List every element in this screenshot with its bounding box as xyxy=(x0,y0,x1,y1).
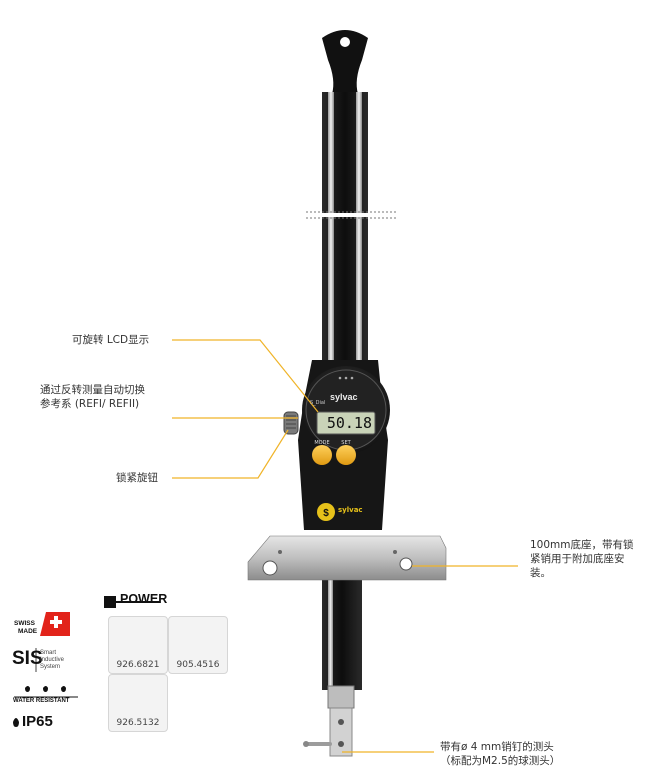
swiss-line1: SWISS xyxy=(14,620,35,627)
set-button xyxy=(336,445,356,465)
ip-rating: IP65 xyxy=(22,713,53,730)
callout-knob: 锁紧旋钮 xyxy=(116,472,158,484)
callout-base-line3: 装。 xyxy=(530,567,551,579)
swiss-made-icon xyxy=(40,612,70,636)
accessory-rs232: 905.4516 xyxy=(168,616,228,674)
callout-base-line1: 100mm底座，带有锁 xyxy=(530,539,634,551)
set-label: SET xyxy=(341,440,351,446)
swiss-line2: MADE xyxy=(18,628,38,635)
dial-model: S_Dial xyxy=(310,400,326,406)
probe-pin xyxy=(304,742,332,746)
accessory-code: 926.5132 xyxy=(116,718,160,728)
lcd-screen xyxy=(316,411,376,435)
power-title: POWER xyxy=(120,592,168,606)
callout-probe-line1: 带有ø 4 mm销钉的测头 xyxy=(440,741,554,753)
callout-base-line2: 紧销用于附加底座安 xyxy=(530,553,625,565)
callout-lcd: 可旋转 LCD显示 xyxy=(72,334,150,346)
water-drops-icon xyxy=(25,686,66,692)
sis-desc3: System xyxy=(40,664,61,670)
dial-brand: sylvac xyxy=(330,392,358,402)
callout-line-lcd xyxy=(172,339,319,413)
accessory-code: 926.6821 xyxy=(116,660,160,670)
sis-desc1: Smart xyxy=(40,650,57,656)
accessory-code: 905.4516 xyxy=(176,660,220,670)
sis-desc2: Inductive xyxy=(40,657,65,663)
drop-icon xyxy=(13,718,19,727)
locking-knob xyxy=(283,411,299,435)
body-logo-text: sylvac xyxy=(338,506,363,514)
base-plate xyxy=(247,535,447,581)
accessory-wireless: 926.5132 xyxy=(108,674,168,732)
callout-probe-line2: （标配为M2.5的球测头） xyxy=(440,755,561,767)
sylvac-logo-icon xyxy=(317,503,335,521)
top-handle xyxy=(322,30,368,94)
probe-block xyxy=(327,685,355,709)
callout-ref-line1: 通过反转测量自动切换 xyxy=(40,384,145,396)
callout-ref-line2: 参考系 (REFI/ REFII) xyxy=(40,398,140,410)
power-plug-icon xyxy=(104,596,116,608)
mode-button xyxy=(312,445,332,465)
mode-label: MODE xyxy=(314,440,330,446)
accessory-usb: 926.6821 xyxy=(108,616,168,674)
lcd-reading: 50.18 xyxy=(326,414,372,432)
svg-text:$: $ xyxy=(323,508,329,519)
water-resistant-label: WATER RESISTANT xyxy=(13,698,70,704)
sis-logo: SIS xyxy=(12,648,43,669)
callout-line-knob xyxy=(172,429,289,479)
